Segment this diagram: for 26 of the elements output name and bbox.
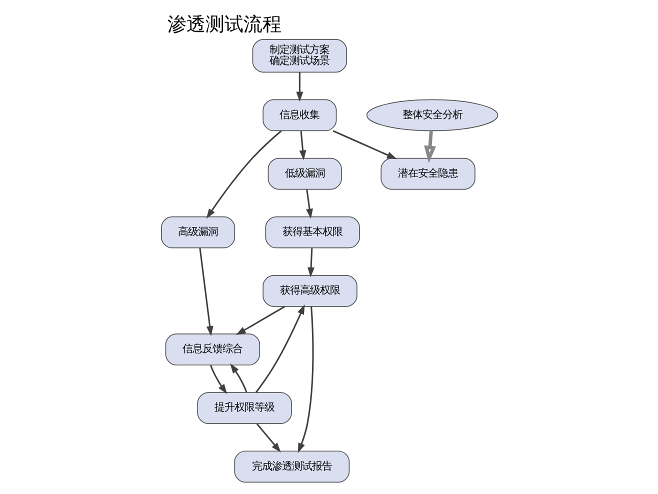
arrow: [198, 248, 213, 336]
node-box: 潜在安全隐患: [380, 158, 475, 190]
arrow: [235, 306, 285, 336]
diagram-title: 渗透测试流程: [167, 13, 282, 36]
node-box: 获得基本权限: [264, 216, 360, 248]
arrow: [206, 130, 282, 219]
node-box: 信息收集: [262, 99, 336, 132]
node-box: 获得高级权限: [262, 275, 357, 307]
node-box: 完成渗透测试报告: [234, 450, 350, 483]
arrow: [297, 306, 314, 454]
node-box: 低级漏洞: [267, 158, 342, 190]
arrow: [307, 248, 314, 278]
arrow: [332, 130, 396, 160]
arrow: [306, 189, 312, 219]
arrow: [256, 423, 280, 453]
node-box: 提升权限等级: [196, 392, 292, 424]
arrow: [209, 365, 227, 394]
node-ellipse: 整体安全分析: [366, 99, 498, 132]
arrow: [298, 130, 306, 160]
arrow: [296, 72, 303, 102]
arrow: [230, 363, 247, 392]
node-box: 高级漏洞: [160, 216, 235, 248]
arrow: [424, 130, 436, 164]
node-box: 制定测试方案 确定测试场景: [252, 39, 347, 73]
arrow: [254, 304, 304, 393]
node-box: 信息反馈综合: [164, 334, 260, 366]
